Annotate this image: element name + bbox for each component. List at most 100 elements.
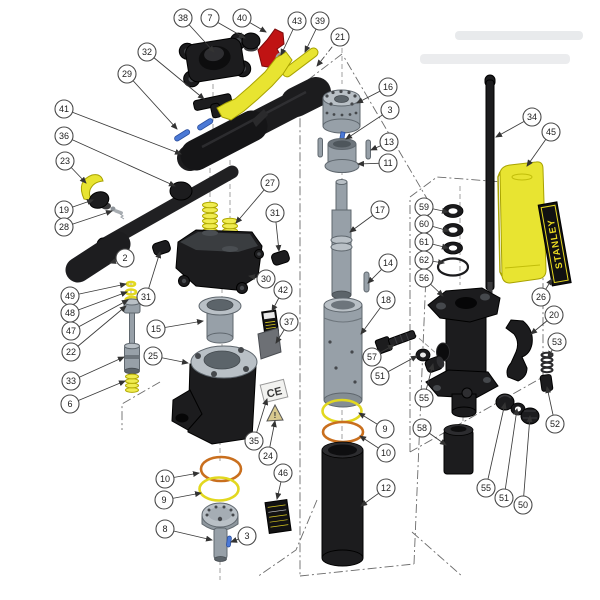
callout-20: 20 [530,305,564,335]
callout-15: 15 [146,319,204,339]
callout-23: 23 [55,151,87,184]
instruction-label [264,499,292,534]
svg-text:9: 9 [382,424,387,434]
small-fitting [110,206,125,220]
stanley-label: STANLEY [537,201,572,287]
spool-stack [123,280,141,393]
bolt-washer [415,348,431,362]
svg-text:3: 3 [244,531,249,541]
callout-14: 14 [367,253,398,284]
svg-text:47: 47 [66,326,76,336]
curved-bracket [505,319,533,382]
svg-text:51: 51 [499,493,509,503]
svg-text:31: 31 [270,208,280,218]
callout-55: 55 [476,402,507,498]
callout-43: 43 [280,11,307,56]
svg-text:62: 62 [419,255,429,265]
svg-text:32: 32 [142,47,152,57]
callout-51: 51 [494,408,520,508]
svg-text:30: 30 [261,274,271,284]
bottom-orings [198,455,243,502]
svg-text:8: 8 [162,524,167,534]
callout-29: 29 [117,64,178,130]
svg-text:57: 57 [367,352,377,362]
svg-text:6: 6 [67,399,72,409]
svg-text:40: 40 [237,13,247,23]
bottom-fasteners [495,393,540,425]
callout-27: 27 [235,173,280,224]
rod-orings [436,204,470,277]
side-bolt [374,330,417,355]
callout-38: 38 [173,8,215,53]
piston-head [201,502,239,562]
svg-text:50: 50 [518,500,528,510]
svg-text:9: 9 [161,495,166,505]
warning-text: ! [274,411,277,420]
svg-text:19: 19 [59,205,69,215]
svg-text:52: 52 [550,419,560,429]
callout-3: 3 [230,526,257,546]
callout-46: 46 [273,463,293,500]
callout-37: 37 [275,312,299,344]
valve-body [175,229,264,294]
svg-text:22: 22 [66,347,76,357]
spec-label [261,309,280,334]
svg-text:23: 23 [60,156,70,166]
svg-text:46: 46 [278,468,288,478]
callout-8: 8 [155,519,213,542]
svg-text:36: 36 [59,131,69,141]
callout-12: 12 [360,478,396,507]
svg-text:25: 25 [148,351,158,361]
callout-16: 16 [356,77,398,104]
svg-text:53: 53 [552,337,562,347]
callout-31: 31 [136,251,162,307]
svg-text:10: 10 [381,448,391,458]
callout-48: 48 [60,291,128,323]
svg-text:26: 26 [536,292,546,302]
callout-35: 35 [244,398,269,451]
callout-45: 45 [526,122,561,167]
svg-text:16: 16 [383,82,393,92]
svg-text:13: 13 [384,137,394,147]
ce-text: CE [266,385,284,400]
svg-text:41: 41 [59,104,69,114]
handle-grip-tube [65,231,131,283]
piston-spool [330,179,353,300]
svg-text:45: 45 [546,127,556,137]
svg-text:61: 61 [419,237,429,247]
callout-19: 19 [54,199,94,220]
lower-cylinder [443,424,474,475]
backhead-body [425,287,501,418]
svg-text:10: 10 [160,474,170,484]
callout-42: 42 [271,280,293,312]
svg-text:12: 12 [381,483,391,493]
callout-25: 25 [143,346,189,366]
callout-33: 33 [61,356,125,391]
yellow-cover [497,161,547,284]
callout-21: 21 [316,27,350,67]
svg-text:35: 35 [249,436,259,446]
callout-53: 53 [547,332,567,358]
small-spring [540,351,554,374]
callout-49: 49 [60,282,127,306]
callout-30: 30 [248,269,276,289]
callout-31: 31 [265,203,285,252]
callout-22: 22 [61,305,127,362]
svg-text:27: 27 [265,178,275,188]
svg-text:15: 15 [151,324,161,334]
callout-17: 17 [349,200,390,233]
svg-text:59: 59 [419,202,429,212]
callout-40: 40 [232,8,267,33]
warning-triangle: ! [266,403,284,422]
callout-55: 55 [414,363,435,408]
callout-3: 3 [345,100,400,140]
bushing [198,296,242,344]
dowel-pin [363,271,370,293]
top-cap-plate [178,32,252,88]
small-cylinder [539,374,554,392]
svg-text:14: 14 [383,258,393,268]
svg-text:11: 11 [383,158,392,168]
long-rod [484,74,496,296]
